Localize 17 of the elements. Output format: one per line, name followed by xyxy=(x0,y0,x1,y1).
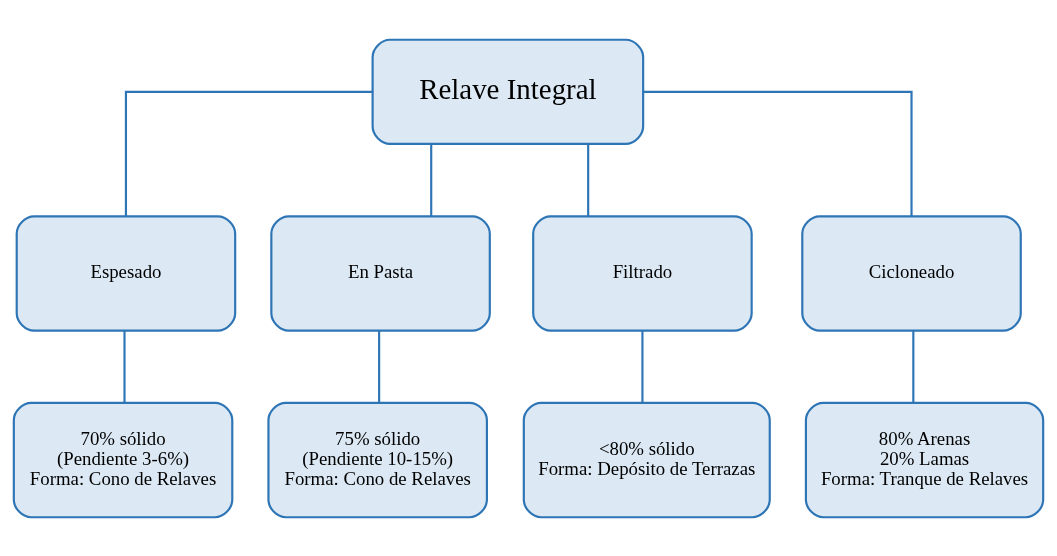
node-box: 70% sólido (Pendiente 3-6%) Forma: Cono de Relaves xyxy=(12,401,234,518)
connector xyxy=(587,143,590,216)
connector xyxy=(430,143,433,216)
connector xyxy=(641,330,644,402)
node-box: 75% sólido (Pendiente 10-15%) Forma: Cono de Relaves xyxy=(267,401,488,518)
node-box: En Pasta xyxy=(270,214,491,332)
connector xyxy=(123,330,126,402)
connector xyxy=(378,330,381,402)
connector xyxy=(912,330,915,402)
node-box: <80% sólido Forma: Depósito de Terrazas xyxy=(522,401,771,518)
connector xyxy=(124,90,373,216)
node-box: Filtrado xyxy=(532,214,753,332)
node-box: 80% Arenas 20% Lamas Forma: Tranque de Relaves xyxy=(804,401,1045,518)
node-box: Relave Integral xyxy=(371,38,645,145)
node-box: Espesado xyxy=(15,214,237,332)
connector xyxy=(643,90,913,216)
node-box: Cicloneado xyxy=(801,214,1022,332)
